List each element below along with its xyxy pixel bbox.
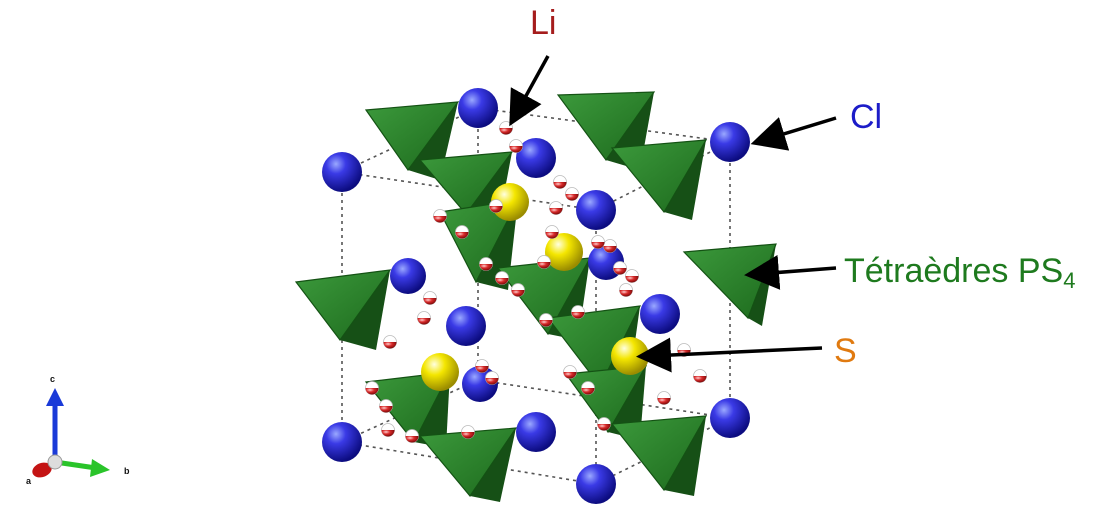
annotation-arrows: [509, 55, 837, 373]
li-atom: [461, 425, 475, 439]
li-atom: [423, 291, 437, 305]
cl-atom: [516, 138, 556, 178]
s-atoms: [421, 183, 649, 391]
ps4-tetrahedron: [610, 415, 708, 496]
li-atom: [597, 417, 611, 431]
cl-atom: [322, 422, 362, 462]
axis-label-c: c: [50, 374, 56, 384]
axis-label-a: a: [26, 476, 32, 486]
ps4-tetrahedron: [294, 269, 392, 350]
cl-atom: [576, 464, 616, 504]
li-atom: [455, 225, 469, 239]
cl-atoms: [322, 88, 750, 504]
cl-atom: [516, 412, 556, 452]
li-atom: [613, 261, 627, 275]
li-atom: [603, 239, 617, 253]
ps4-tetrahedron: [682, 243, 777, 326]
li-atom: [417, 311, 431, 325]
li-atom: [509, 139, 523, 153]
s-atom: [545, 233, 583, 271]
tetra-label-subscript: 4: [1063, 268, 1076, 293]
li-atoms: [365, 121, 707, 443]
li-atom: [489, 199, 503, 213]
s-atom: [421, 353, 459, 391]
li-atom: [537, 255, 551, 269]
li-atom: [479, 257, 493, 271]
li-atom: [657, 391, 671, 405]
li-atom: [549, 201, 563, 215]
li-atom: [539, 313, 553, 327]
cl-atom: [710, 122, 750, 162]
li-atom: [475, 359, 489, 373]
s-atom: [491, 183, 529, 221]
li-atom: [563, 365, 577, 379]
s-label: S: [834, 332, 857, 370]
s-atom: [611, 337, 649, 375]
cl-label: Cl: [850, 98, 883, 136]
cl-atom: [458, 88, 498, 128]
tetra-label: Tétraèdres PS4: [844, 254, 1075, 292]
cl-atom: [576, 190, 616, 230]
cl-atom: [390, 258, 426, 294]
li-atom: [571, 305, 585, 319]
li-atom: [545, 225, 559, 239]
ps4-tetrahedron: [610, 139, 708, 220]
li-label: Li: [530, 4, 557, 42]
li-atom: [511, 283, 525, 297]
cl-atom: [446, 306, 486, 346]
cl-atom: [710, 398, 750, 438]
li-atom: [625, 269, 639, 283]
li-atom: [495, 271, 509, 285]
li-atom: [381, 423, 395, 437]
li-atom: [365, 381, 379, 395]
li-atom: [405, 429, 419, 443]
cl-arrow: [750, 116, 837, 151]
ps4-tetrahedron: [418, 427, 518, 502]
li-atom: [619, 283, 633, 297]
axis-label-b: b: [124, 466, 130, 476]
cl-atom: [640, 294, 680, 334]
li-atom: [485, 371, 499, 385]
ps4-tetrahedron: [364, 371, 452, 448]
tetra-arrow: [744, 254, 837, 290]
axes-triad: [32, 388, 110, 478]
li-atom: [565, 187, 579, 201]
li-atom: [433, 209, 447, 223]
li-atom: [553, 175, 567, 189]
li-atom: [591, 235, 605, 249]
li-atom: [693, 369, 707, 383]
li-atom: [581, 381, 595, 395]
s-arrow: [636, 337, 823, 373]
tetra-label-text: Tétraèdres PS: [844, 252, 1064, 290]
li-atom: [499, 121, 513, 135]
li-atom: [383, 335, 397, 349]
cl-atom: [322, 152, 362, 192]
li-atom: [379, 399, 393, 413]
li-arrow: [509, 55, 550, 127]
